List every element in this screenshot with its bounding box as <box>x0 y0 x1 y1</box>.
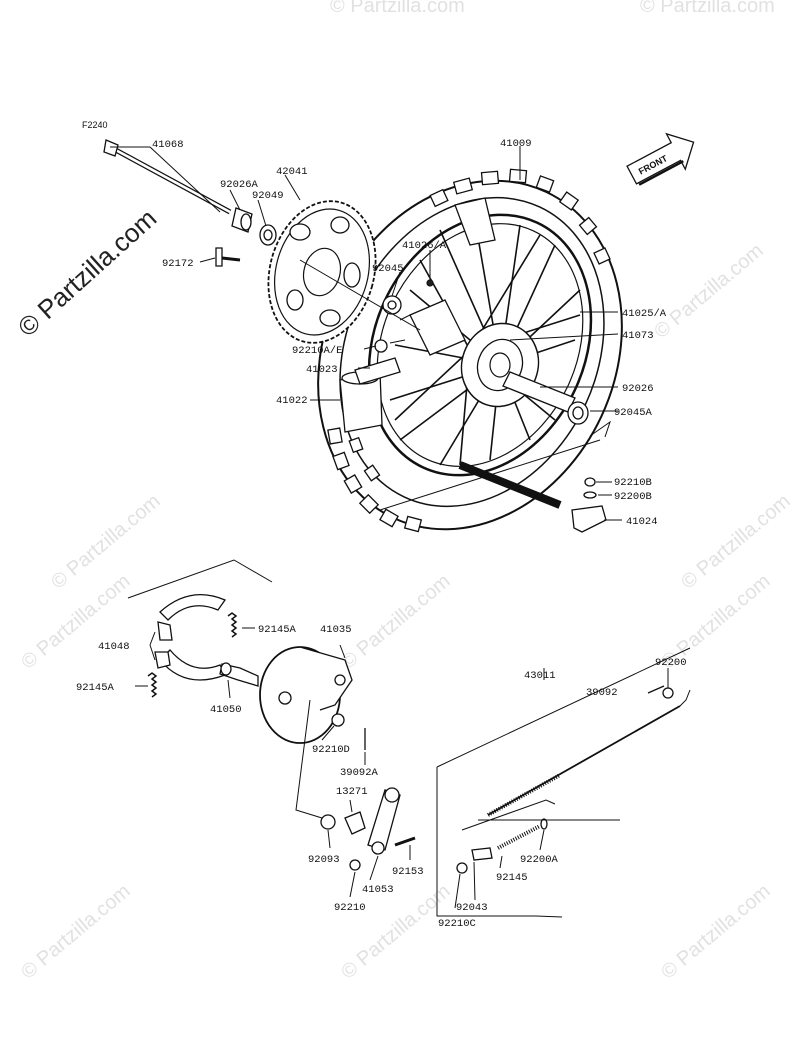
watermark: © Partzilla.com <box>47 490 164 593</box>
wheel-assembly <box>317 168 623 533</box>
washer <box>540 818 548 830</box>
spring <box>227 612 238 638</box>
label-41035: 41035 <box>320 624 352 636</box>
collar <box>231 207 253 233</box>
label-92210: 92210 <box>334 902 366 914</box>
joint-pin <box>471 847 493 861</box>
brake-lever <box>367 787 401 855</box>
brake-rod <box>487 689 691 817</box>
label-39092: 39092 <box>586 687 618 699</box>
label-13271: 13271 <box>336 786 368 798</box>
label-41048: 41048 <box>98 641 130 653</box>
part-labels: 41068 92026A 92049 42041 41009 92172 410… <box>76 138 687 930</box>
watermark-main: © Partzilla.com <box>12 203 162 343</box>
label-92200a: 92200A <box>520 854 559 866</box>
label-39092a: 39092A <box>340 767 379 779</box>
nut <box>456 862 468 874</box>
label-92043: 92043 <box>456 902 488 914</box>
sprocket <box>267 200 377 344</box>
cotter-pin <box>647 685 665 694</box>
spring <box>147 672 158 698</box>
diagram-code: F2240 <box>82 120 108 130</box>
label-41023: 41023 <box>306 364 338 376</box>
watermark: © Partzilla.com <box>17 880 134 983</box>
washer <box>662 687 674 699</box>
indicator-plate <box>344 811 366 835</box>
label-92210b: 92210B <box>614 477 652 489</box>
spring <box>497 824 541 850</box>
label-41025a: 41025/A <box>622 308 667 320</box>
label-92172: 92172 <box>162 258 194 270</box>
label-92210c: 92210C <box>438 918 476 930</box>
front-arrow-icon: FRONT <box>626 132 695 186</box>
o-ring <box>320 814 336 830</box>
label-41073: 41073 <box>622 330 654 342</box>
label-92145a-left: 92145A <box>76 682 115 694</box>
label-92145a-top: 92145A <box>258 624 297 636</box>
label-92210ae: 92210A/E <box>292 345 342 357</box>
label-41024: 41024 <box>626 516 658 528</box>
watermark: © Partzilla.com <box>330 0 465 17</box>
brake-panel <box>259 646 353 744</box>
bolt <box>394 836 416 847</box>
label-92026a: 92026A <box>220 179 259 191</box>
brake-cam <box>219 662 259 687</box>
label-41026a: 41026/A <box>402 240 447 252</box>
label-41050: 41050 <box>210 704 242 716</box>
label-92045: 92045 <box>372 263 404 275</box>
label-41022: 41022 <box>276 395 308 407</box>
watermark: © Partzilla.com <box>677 490 794 593</box>
nut <box>349 859 361 871</box>
label-41009: 41009 <box>500 138 532 150</box>
label-92210d: 92210D <box>312 744 350 756</box>
label-42041: 42041 <box>276 166 308 178</box>
label-92049: 92049 <box>252 190 284 202</box>
watermark: © Partzilla.com <box>650 240 767 343</box>
label-41068: 41068 <box>152 139 184 151</box>
watermark: © Partzilla.com <box>657 880 774 983</box>
bolt <box>215 247 241 267</box>
label-43011: 43011 <box>524 670 556 682</box>
label-92145: 92145 <box>496 872 528 884</box>
chain-slider <box>458 461 607 533</box>
label-92200: 92200 <box>655 657 687 669</box>
label-92026: 92026 <box>622 383 654 395</box>
label-92200b: 92200B <box>614 491 652 503</box>
label-92153: 92153 <box>392 866 424 878</box>
label-92093: 92093 <box>308 854 340 866</box>
axle <box>103 139 232 215</box>
watermark: © Partzilla.com <box>337 570 454 673</box>
leader-lines <box>110 146 691 918</box>
label-41053: 41053 <box>362 884 394 896</box>
nut <box>331 713 345 727</box>
watermark: © Partzilla.com <box>17 570 134 673</box>
watermark: © Partzilla.com <box>640 0 775 17</box>
brake-shoes <box>154 594 226 681</box>
label-92045a: 92045A <box>614 407 653 419</box>
